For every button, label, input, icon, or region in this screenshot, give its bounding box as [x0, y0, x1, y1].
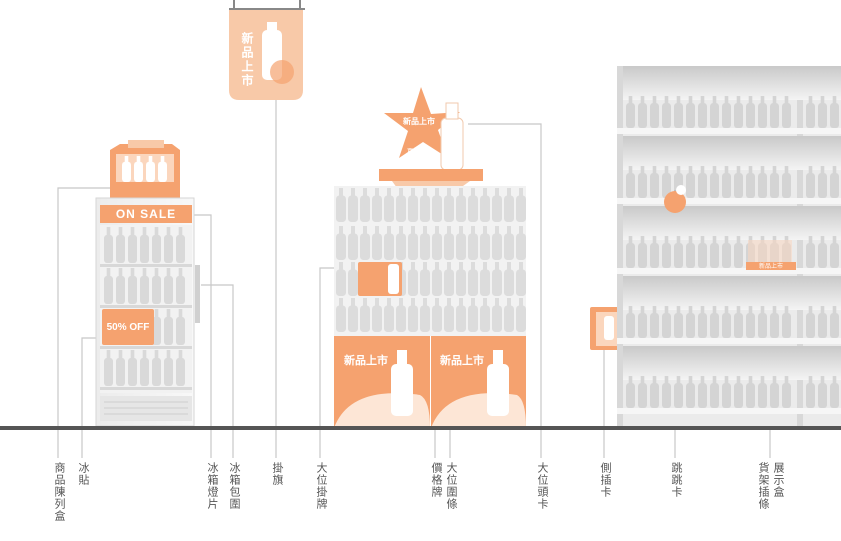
label-shelf-wobbler: 跳跳卡 [670, 462, 683, 498]
hanging-flag [229, 0, 305, 100]
label-price-tag: 價格牌 [430, 462, 443, 498]
pallet-wrap [334, 336, 526, 428]
label-pallet-hanging-sign: 大位掛牌 [315, 462, 328, 510]
label-shelf-strip: 貨架插條 [757, 462, 770, 510]
shelf-strip-text: 新品上市 [759, 262, 783, 270]
label-hanging-flag: 掛旗 [271, 462, 284, 486]
label-side-card: 側插卡 [599, 462, 612, 498]
fridge-sticker-text: 50% OFF [107, 322, 150, 333]
shelf-rack [617, 66, 841, 426]
product-display-box [110, 140, 180, 198]
star-label: 新品上市 [403, 116, 435, 126]
floor-line [0, 426, 841, 430]
ice-sticker [102, 309, 154, 345]
label-ice-sticker: 冰貼 [77, 462, 90, 486]
label-fridge-lamp-sheet: 冰箱燈片 [206, 462, 219, 510]
fridge-header-text: ON SALE [116, 207, 176, 221]
label-fridge-wrap: 冰箱包圍 [228, 462, 241, 510]
leader-product-display-box [57, 187, 120, 458]
leader-fridge-wrap [201, 284, 234, 458]
pallet-hanging-sign [358, 262, 402, 296]
label-pallet-header-card: 大位頭卡 [536, 462, 549, 510]
display-box [746, 240, 796, 270]
pallet-display [334, 87, 526, 428]
pallet-panel-2-text: 新品上市 [440, 353, 484, 367]
leader-pallet-header-card [468, 123, 542, 458]
leader-fridge-lamp-sheet [188, 214, 212, 458]
pallet-panel-1-text: 新品上市 [344, 353, 388, 367]
banner-text: 新品上市 [240, 31, 254, 88]
shelf-wobbler [664, 185, 686, 213]
label-product-display-box: 商品陳列盒 [53, 462, 66, 522]
label-pallet-wrap: 大位圍條 [445, 462, 458, 510]
fridge [95, 140, 200, 427]
star-tag: 買就送 [407, 147, 425, 155]
label-display-box: 展示盒 [772, 462, 785, 498]
